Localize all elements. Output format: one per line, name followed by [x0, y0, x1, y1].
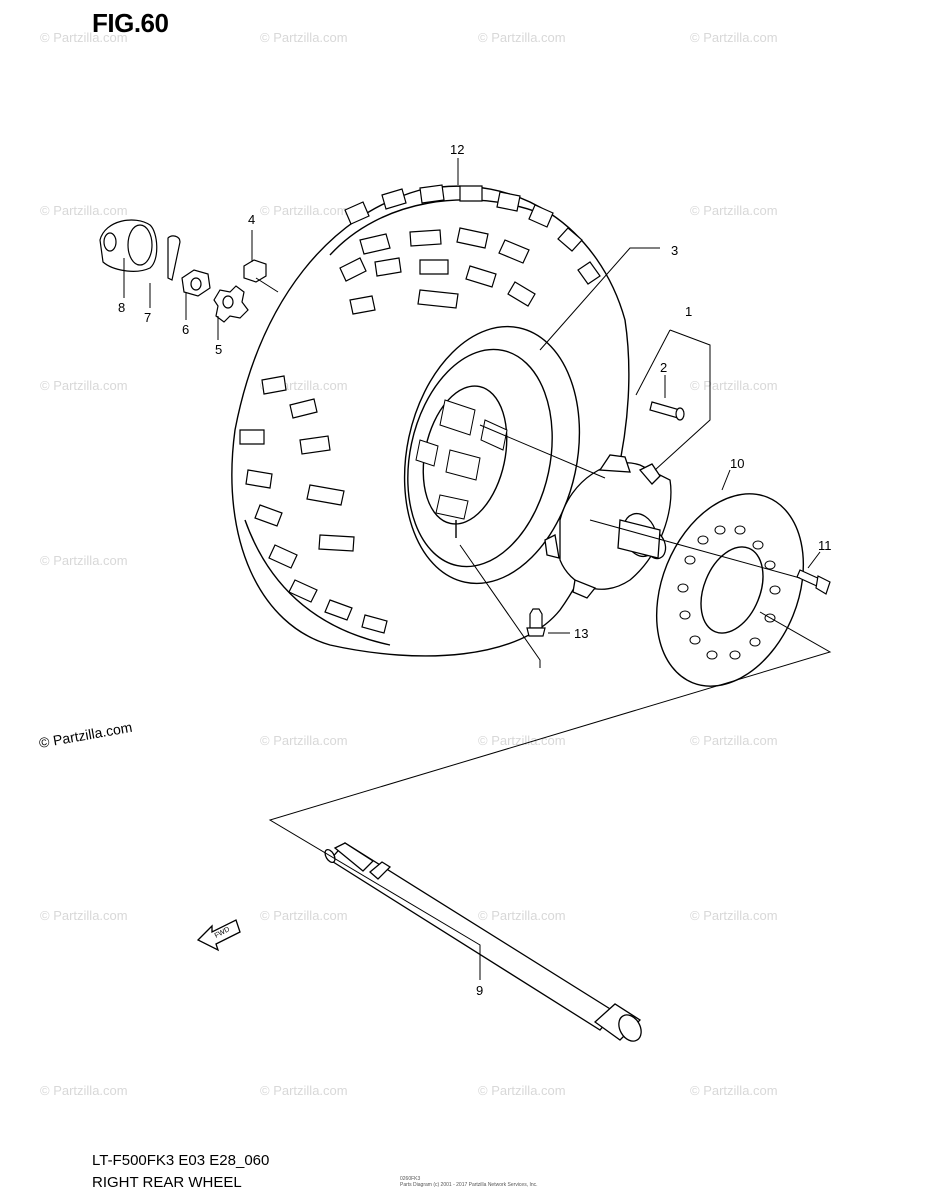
section-name: RIGHT REAR WHEEL — [92, 1174, 242, 1191]
watermark: © Partzilla.com — [478, 733, 566, 748]
watermark: © Partzilla.com — [260, 1083, 348, 1098]
valve-stem — [526, 608, 546, 637]
watermark: © Partzilla.com — [40, 908, 128, 923]
callout-12: 12 — [450, 142, 464, 157]
hub-bolt — [649, 401, 685, 421]
copyright-notice: 0260FK3 Parts Diagram (c) 2001 - 2017 Pa… — [400, 1176, 560, 1188]
callout-3: 3 — [671, 243, 678, 258]
callout-5: 5 — [215, 342, 222, 357]
callout-11: 11 — [818, 538, 832, 553]
tire — [231, 184, 630, 657]
disc-bolt — [796, 569, 831, 595]
watermark: © Partzilla.com — [690, 203, 778, 218]
brake-disc — [655, 493, 805, 687]
watermark: © Partzilla.com — [690, 733, 778, 748]
callout-8: 8 — [118, 300, 125, 315]
watermark: © Partzilla.com — [690, 908, 778, 923]
watermark: © Partzilla.com — [40, 378, 128, 393]
callout-1: 1 — [685, 304, 692, 319]
callout-6: 6 — [182, 322, 189, 337]
callout-9: 9 — [476, 983, 483, 998]
callout-4: 4 — [248, 212, 255, 227]
watermark: © Partzilla.com — [40, 553, 128, 568]
watermark: © Partzilla.com — [260, 908, 348, 923]
leader-lines — [123, 158, 832, 980]
callout-labels: 1 2 3 4 5 6 7 8 9 10 11 12 13 — [118, 142, 832, 998]
copyright-line-1: 0260FK3 — [400, 1176, 421, 1182]
model-code: LT-F500FK3 E03 E28_060 — [92, 1152, 270, 1169]
watermark: © Partzilla.com — [690, 30, 778, 45]
watermark: © Partzilla.com — [260, 733, 348, 748]
callout-13: 13 — [574, 626, 588, 641]
watermark: © Partzilla.com — [40, 30, 128, 45]
callout-10: 10 — [730, 456, 744, 471]
watermark: © Partzilla.com — [690, 1083, 778, 1098]
small-parts — [99, 219, 267, 323]
watermark: © Partzilla.com — [260, 30, 348, 45]
watermark-strong: © Partzilla.com — [38, 719, 134, 751]
axle — [324, 842, 642, 1042]
watermark: © Partzilla.com — [40, 203, 128, 218]
watermark: © Partzilla.com — [40, 1083, 128, 1098]
watermark: © Partzilla.com — [478, 908, 566, 923]
callout-2: 2 — [660, 360, 667, 375]
watermark: © Partzilla.com — [478, 1083, 566, 1098]
watermark: © Partzilla.com — [478, 30, 566, 45]
callout-7: 7 — [144, 310, 151, 325]
watermark: © Partzilla.com — [690, 378, 778, 393]
hub — [544, 454, 672, 599]
watermark: © Partzilla.com — [260, 203, 348, 218]
figure-title: FIG.60 — [92, 8, 169, 38]
fwd-arrow-icon: FWD — [196, 919, 241, 952]
copyright-line-2: Parts Diagram (c) 2001 - 2017 Partzilla … — [400, 1182, 538, 1188]
